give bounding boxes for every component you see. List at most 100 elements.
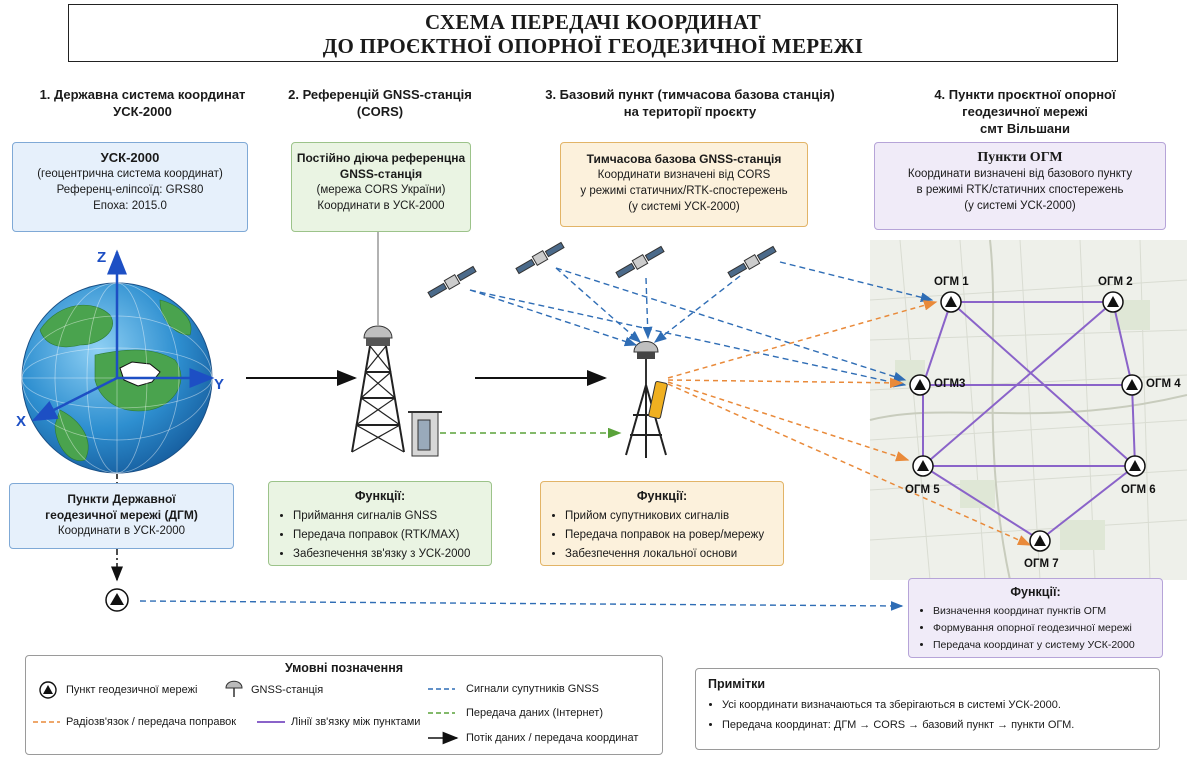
legend-flow-label: Потік даних / передача координат (466, 732, 639, 744)
legend-panel: Умовні позначення Пункт геодезичної мере… (25, 655, 663, 755)
cors-function-item: Забезпечення зв'язку з УСК-2000 (293, 545, 481, 564)
ogm-functions-title: Функції: (1010, 585, 1061, 599)
x-axis-label: X (16, 413, 27, 430)
cors-function-item: Приймання сигналів GNSS (293, 507, 481, 526)
legend-gnss-label: Сигнали супутників GNSS (466, 683, 599, 695)
ogm-7-label: ОГМ 7 (1024, 558, 1059, 570)
x-axis (31, 376, 118, 422)
title-line-2: ДО ПРОЄКТНОЇ ОПОРНОЇ ГЕОДЕЗИЧНОЇ МЕРЕЖІ (322, 34, 864, 58)
cors-info-box: Постійно діюча референцна GNSS-станція (… (291, 142, 471, 232)
cors-box-line: (мережа CORS України) (316, 184, 446, 196)
base-function-item: Прийом супутникових сигналів (565, 507, 773, 526)
ogm-box-line: (у системі УСК-2000) (964, 200, 1076, 212)
gnss-signals (139, 261, 934, 611)
ogm-4-marker (1121, 374, 1143, 396)
ogm-functions-box: Функції: Визначення координат пунктів ОГ… (908, 578, 1163, 658)
ogm-box-line: Координати визначені від базового пункту (907, 168, 1133, 180)
cors-box-line: Координати в УСК-2000 (317, 200, 445, 212)
notes-title: Примітки (708, 677, 766, 691)
satellite-icon (727, 245, 777, 279)
title-line-1: СХЕМА ПЕРЕДАЧІ КООРДИНАТ (424, 10, 762, 34)
base-functions-box: Функції: Прийом супутникових сигналів Пе… (540, 481, 784, 566)
section-1-header: 1. Державна система координат УСК-2000 (10, 86, 275, 120)
dgm-box-line: Координати в УСК-2000 (57, 525, 186, 537)
ogm-function-item: Визначення координат пунктів ОГМ (933, 603, 1152, 620)
ogm-5-label: ОГМ 5 (905, 484, 940, 496)
base-station-tripod (625, 341, 668, 458)
ogm-4-label: ОГМ 4 (1146, 378, 1181, 390)
ogm-function-item: Формування опорної геодезичної мережі (933, 620, 1152, 637)
ogm-2-marker (1102, 291, 1124, 313)
cors-function-item: Передача поправок (RTK/MAX) (293, 526, 481, 545)
ogm-box-title: Пункти ОГМ (977, 150, 1063, 165)
cors-tower (351, 232, 442, 457)
base-function-item: Забезпечення локальної основи (565, 545, 773, 564)
section-2-header: 2. Референцій GNSS-станція (CORS) (280, 86, 480, 120)
section-1-line-1: 1. Державна система координат (39, 87, 246, 102)
diagram-title: СХЕМА ПЕРЕДАЧІ КООРДИНАТ ДО ПРОЄКТНОЇ ОП… (68, 4, 1118, 62)
y-axis-label: Y (214, 376, 225, 393)
dgm-info-box: Пункти Державної геодезичної мережі (ДГМ… (9, 483, 234, 549)
map-background (869, 239, 1187, 581)
ogm-info-box: Пункти ОГМ Координати визначені від базо… (874, 142, 1166, 230)
notes-panel: Примітки Усі координати визначаються та … (695, 668, 1160, 750)
legend-station-label: GNSS-станція (251, 684, 324, 696)
section-4-header: 4. Пункти проєктної опорної геодезичної … (895, 86, 1155, 137)
ogm-function-item: Передача координат у систему УСК-2000 (933, 637, 1152, 654)
notes-item: Передача координат: ДГМ → CORS → базовий… (722, 715, 1147, 735)
ogm-1-marker (940, 291, 962, 313)
dgm-point-marker (105, 588, 129, 612)
section-3-line-1: 3. Базовий пункт (тимчасова базова станц… (545, 87, 835, 102)
base-box-title: Тимчасова базова GNSS-станція (586, 152, 782, 166)
ogm-1-label: ОГМ 1 (934, 276, 969, 288)
base-box-line: у режимі статичних/RTK-спостережень (580, 185, 788, 197)
legend-radio-label: Радіозв'язок / передача поправок (66, 716, 237, 728)
satellite-icon (615, 245, 665, 279)
section-3-header: 3. Базовий пункт (тимчасова базова станц… (520, 86, 860, 120)
radio-links (667, 300, 1032, 546)
ogm-3-label: ОГМ3 (934, 378, 966, 390)
ogm-6-marker (1124, 455, 1146, 477)
base-function-item: Передача поправок на ровер/мережу (565, 526, 773, 545)
legend-links-label: Лінії зв'язку між пунктами (291, 716, 421, 728)
section-3-line-2: на території проєкту (623, 104, 757, 119)
base-functions-title: Функції: (636, 489, 688, 503)
section-4-line-3: смт Вільшани (980, 121, 1070, 136)
usk-box-line: Епоха: 2015.0 (93, 200, 167, 212)
base-box-line: (у системі УСК-2000) (628, 201, 740, 213)
ogm-3-marker (909, 374, 931, 396)
usk-box-line: Референц-еліпсоїд: GRS80 (56, 184, 204, 196)
earth-globe (21, 249, 215, 474)
ogm-7-marker (1029, 530, 1051, 552)
section-4-line-2: геодезичної мережі (962, 104, 1088, 119)
cors-functions-title: Функції: (354, 489, 406, 503)
usk-info-box: УСК-2000 (геоцентрична система координат… (12, 142, 248, 232)
dgm-box-title-line: Пункти Державної (67, 492, 176, 506)
base-info-box: Тимчасова базова GNSS-станція Координати… (560, 142, 808, 227)
section-1-line-2: УСК-2000 (113, 104, 172, 119)
legend-symbols (33, 680, 459, 745)
ogm-box-line: в режимі RTK/статичних спостережень (916, 184, 1124, 196)
ogm-2-label: ОГМ 2 (1098, 276, 1133, 288)
ogm-5-marker (912, 455, 934, 477)
usk-box-title: УСК-2000 (100, 150, 160, 165)
cors-box-title-line: GNSS-станція (339, 167, 423, 181)
legend-title: Умовні позначення (284, 661, 404, 675)
legend-internet-label: Передача даних (Інтернет) (466, 707, 604, 719)
section-2-line-1: 2. Референцій GNSS-станція (288, 87, 472, 102)
ogm-6-label: ОГМ 6 (1121, 484, 1156, 496)
dgm-box-title-line: геодезичної мережі (ДГМ) (45, 508, 198, 522)
legend-point-label: Пункт геодезичної мережі (66, 684, 198, 696)
section-4-line-1: 4. Пункти проєктної опорної (934, 87, 1116, 102)
ogm-markers (909, 291, 1146, 552)
cors-box-title-line: Постійно діюча референцна (296, 151, 466, 165)
cors-functions-box: Функції: Приймання сигналів GNSS Передач… (268, 481, 492, 566)
network-lines (922, 301, 1136, 541)
base-box-line: Координати визначені від CORS (597, 169, 771, 181)
usk-box-line: (геоцентрична система координат) (37, 168, 223, 180)
satellite-icon (427, 265, 477, 299)
satellite-icon (515, 241, 565, 275)
notes-item: Усі координати визначаються та зберігают… (722, 695, 1147, 715)
section-2-line-2: (CORS) (356, 104, 404, 119)
